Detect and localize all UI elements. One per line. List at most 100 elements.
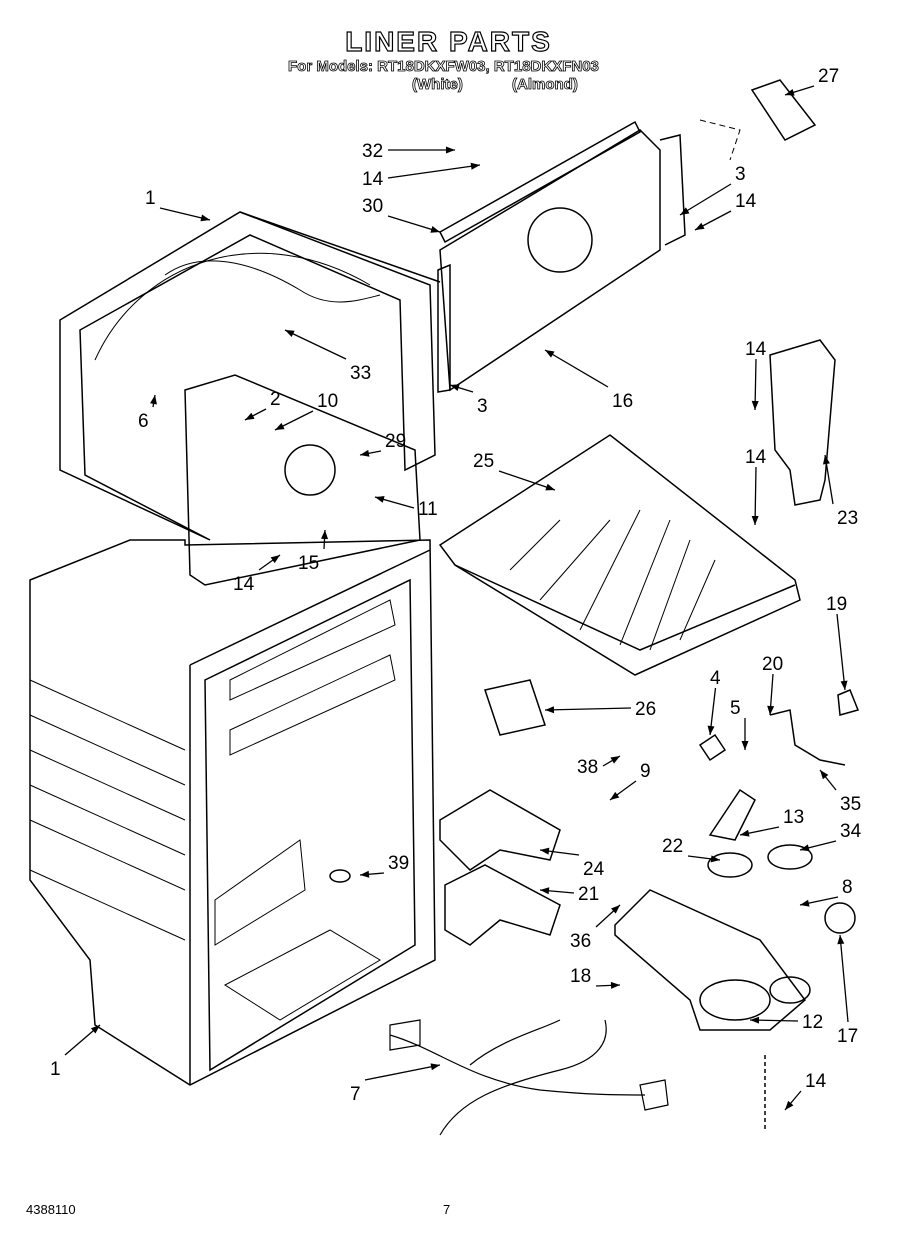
callout-6: 6 — [138, 411, 149, 432]
leader-line — [679, 183, 732, 216]
fresh-food-liner — [29, 539, 436, 1086]
arrowhead-icon — [446, 146, 455, 154]
arrowhead-icon — [707, 725, 715, 735]
callout-14: 14 — [745, 339, 767, 360]
callout-30: 30 — [362, 196, 383, 217]
callout-10: 10 — [317, 391, 338, 412]
models-line: For Models: RT18DKXFW03, RT18DKXFN03 — [288, 58, 600, 76]
callout-13: 13 — [783, 807, 804, 828]
callout-35: 35 — [840, 794, 861, 815]
callout-27: 27 — [818, 66, 839, 87]
callout-14: 14 — [233, 574, 255, 595]
arrowhead-icon — [450, 384, 460, 391]
callout-3: 3 — [477, 396, 488, 417]
arrowhead-icon — [245, 412, 255, 420]
leader-line — [284, 329, 347, 360]
callout-9: 9 — [640, 761, 651, 782]
arrowhead-icon — [785, 88, 795, 96]
arrowhead-icon — [800, 899, 810, 907]
callout-29: 29 — [385, 431, 406, 452]
light-housing — [614, 889, 807, 1031]
arrowhead-icon — [610, 981, 620, 989]
page-title: LINER PARTS — [345, 25, 552, 57]
arrowhead-icon — [751, 400, 759, 410]
callout-3: 3 — [735, 164, 746, 185]
callout-18: 18 — [570, 966, 591, 987]
callout-1: 1 — [145, 188, 156, 209]
arrowhead-icon — [150, 395, 157, 405]
callout-36: 36 — [570, 931, 591, 952]
callout-38: 38 — [577, 757, 598, 778]
arrowhead-icon — [785, 1100, 794, 1110]
callout-25: 25 — [473, 451, 494, 472]
arrowhead-icon — [837, 935, 845, 945]
arrowhead-icon — [750, 1016, 760, 1024]
arrowhead-icon — [680, 207, 690, 215]
callout-21: 21 — [578, 884, 599, 905]
callout-20: 20 — [762, 654, 783, 675]
arrowhead-icon — [840, 680, 848, 690]
freezer-liner — [59, 211, 436, 541]
callout-34: 34 — [840, 821, 862, 842]
callout-19: 19 — [826, 594, 847, 615]
arrowhead-icon — [275, 422, 285, 430]
callout-23: 23 — [837, 508, 858, 529]
arrowhead-icon — [375, 496, 385, 503]
arrowhead-icon — [360, 870, 370, 878]
variant-white: (White) — [412, 76, 464, 94]
callout-1: 1 — [50, 1059, 61, 1080]
arrowhead-icon — [430, 1063, 440, 1071]
arrowhead-icon — [545, 706, 555, 714]
callout-4: 4 — [710, 668, 721, 689]
callout-17: 17 — [837, 1026, 858, 1047]
callout-16: 16 — [612, 391, 633, 412]
callout-11: 11 — [418, 499, 438, 520]
callout-5: 5 — [730, 698, 741, 719]
arrowhead-icon — [321, 530, 329, 540]
leader-line — [836, 613, 846, 691]
callout-7: 7 — [350, 1084, 361, 1105]
arrowhead-icon — [710, 855, 720, 863]
leader-line — [754, 466, 757, 526]
callout-14: 14 — [805, 1071, 827, 1092]
leader-line — [387, 164, 481, 179]
control-housing — [439, 789, 561, 871]
leader-line — [387, 215, 441, 233]
part-number: 4388110 — [26, 1202, 76, 1217]
arrowhead-icon — [470, 162, 480, 170]
callout-14: 14 — [362, 169, 384, 190]
arrowhead-icon — [545, 483, 555, 491]
callout-15: 15 — [298, 553, 319, 574]
arrowhead-icon — [360, 449, 370, 457]
leader-line — [498, 470, 556, 491]
callout-14: 14 — [735, 191, 757, 212]
leader-line — [544, 349, 609, 388]
arrowhead-icon — [695, 222, 705, 230]
callout-26: 26 — [635, 699, 656, 720]
callout-24: 24 — [583, 859, 605, 880]
arrowhead-icon — [200, 214, 210, 222]
arrowhead-icon — [430, 226, 440, 233]
variant-almond: (Almond) — [512, 76, 579, 94]
callout-33: 33 — [350, 363, 371, 384]
arrowhead-icon — [270, 555, 280, 564]
arrowhead-icon — [610, 791, 620, 800]
leader-line — [364, 1064, 441, 1081]
fan-housing — [769, 339, 836, 506]
leader-line — [544, 707, 632, 711]
callout-12: 12 — [802, 1012, 823, 1033]
wire-harness — [389, 1019, 669, 1136]
arrowhead-icon — [741, 741, 749, 750]
arrowhead-icon — [285, 330, 295, 338]
page-number: 7 — [443, 1202, 451, 1217]
callout-22: 22 — [662, 836, 683, 857]
arrowhead-icon — [740, 829, 750, 837]
callout-32: 32 — [362, 141, 383, 162]
callout-39: 39 — [388, 853, 409, 874]
arrowhead-icon — [90, 1025, 100, 1034]
control-housing-base — [444, 864, 561, 946]
callout-8: 8 — [842, 877, 853, 898]
arrowhead-icon — [800, 844, 810, 852]
